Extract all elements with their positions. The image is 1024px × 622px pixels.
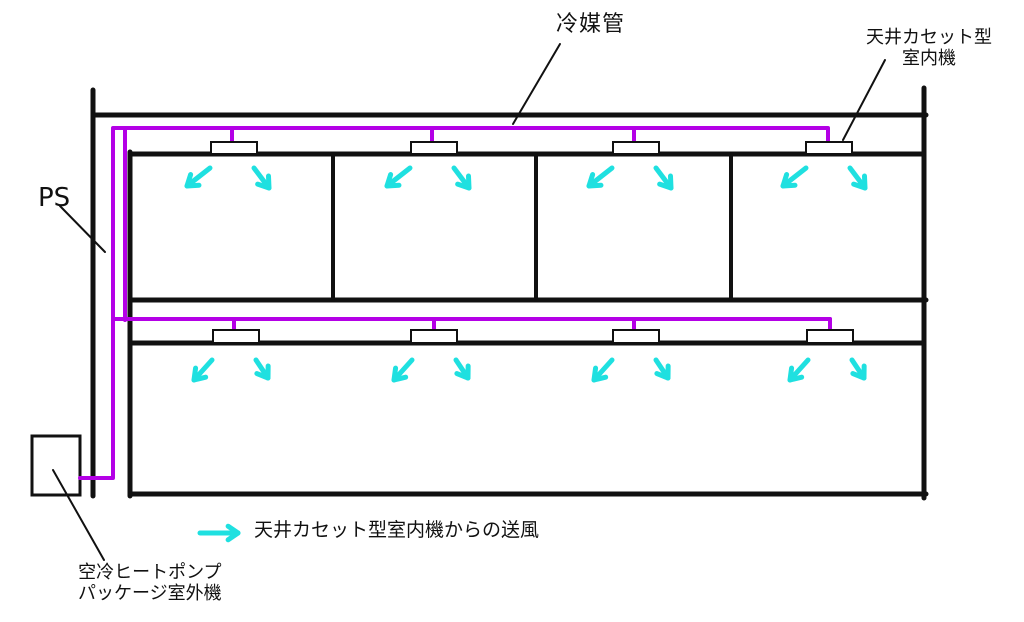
leader-refrigerant-pipe [512, 43, 561, 125]
indoor-unit-5 [212, 329, 260, 344]
airflow-arrow-upper-2-right [451, 165, 472, 191]
airflow-arrow-upper-2-left [384, 165, 413, 189]
indoor-unit-6 [410, 329, 458, 344]
leader-cassette-unit [842, 59, 886, 141]
indoor-units [210, 141, 854, 344]
building-structure [30, 85, 929, 501]
airflow-arrow-lower-4-right [849, 357, 867, 381]
indoor-unit-3 [612, 141, 660, 155]
indoor-unit-4 [805, 141, 853, 155]
leader-ps [59, 205, 106, 253]
airflow-arrow-lower-2-right [453, 357, 471, 381]
cassette-unit-label: 天井カセット型 室内機 [866, 27, 992, 69]
ps-label: PS [38, 183, 71, 213]
airflow-arrow-upper-1-left [184, 165, 213, 189]
outdoor-unit-label: 空冷ヒートポンプ パッケージ室外機 [78, 562, 222, 604]
legend-airflow-arrow [197, 523, 241, 543]
indoor-unit-7 [612, 329, 660, 344]
refrigerant-pipe-label: 冷媒管 [556, 12, 626, 37]
cassette-unit-label-line2: 室内機 [902, 47, 956, 69]
airflow-arrow-lower-3-right [653, 357, 671, 381]
airflow-arrow-upper-3-right [653, 165, 674, 191]
airflow-arrow-upper-1-right [251, 165, 272, 191]
cassette-unit-label-line1: 天井カセット型 [866, 27, 992, 48]
airflow-arrow-upper-4-left [780, 165, 809, 189]
indoor-unit-8 [806, 329, 854, 344]
airflow-arrow-lower-1-right [253, 357, 271, 381]
legend-label: 天井カセット型室内機からの送風 [254, 519, 540, 541]
outdoor-unit-label-line1: 空冷ヒートポンプ [78, 562, 222, 583]
airflow-arrow-lower-1-left [191, 357, 215, 383]
leader-outdoor-unit [52, 469, 105, 561]
outdoor-unit [30, 434, 82, 497]
leader-lines [52, 43, 886, 561]
indoor-unit-2 [410, 141, 458, 155]
airflow-arrow-lower-3-left [591, 357, 615, 383]
outdoor-unit-label-line2: パッケージ室外機 [78, 582, 222, 604]
airflow-arrow-lower-2-left [391, 357, 415, 383]
airflow-arrows [184, 165, 868, 543]
pipe-main-riser [78, 126, 830, 480]
refrigerant-piping [78, 126, 832, 480]
airflow-arrow-lower-4-left [787, 357, 811, 383]
airflow-arrow-upper-4-right [847, 165, 868, 191]
indoor-unit-1 [210, 141, 258, 155]
airflow-arrow-upper-3-left [586, 165, 615, 189]
